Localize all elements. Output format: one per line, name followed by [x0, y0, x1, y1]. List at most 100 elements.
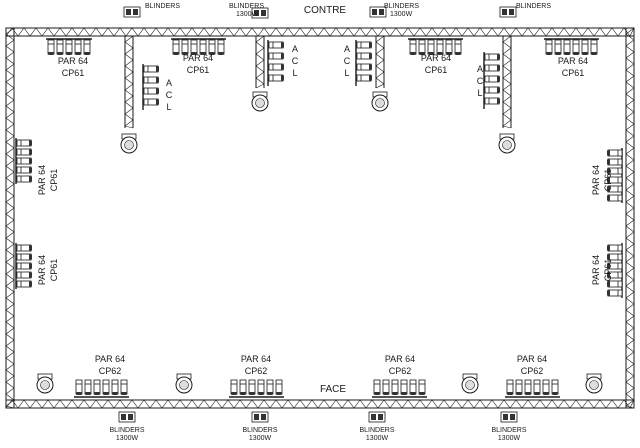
acl-can: [356, 52, 372, 60]
blinder-bottom-1: [118, 411, 136, 423]
par-body: [268, 52, 284, 60]
par-body: [356, 41, 372, 49]
blinder-body: [251, 411, 269, 423]
mover-lens: [255, 98, 265, 108]
blinders-bottom-1-power: 1300W: [116, 435, 139, 442]
par-can: [16, 271, 32, 279]
par-body: [248, 379, 256, 395]
par-lens: [607, 254, 610, 260]
par-lens: [497, 98, 500, 104]
par-can: [590, 39, 598, 55]
par-lens: [607, 263, 610, 269]
par-body: [93, 379, 101, 395]
top-group-2-cp: CP61: [187, 65, 210, 75]
par-can: [607, 176, 623, 184]
par-lens: [29, 272, 32, 278]
par-lens: [191, 52, 197, 55]
par-can: [445, 39, 453, 55]
par-body: [506, 379, 514, 395]
par-lens: [525, 392, 531, 395]
par-body: [56, 39, 64, 55]
par-lens: [29, 245, 32, 251]
acl-2-c: C: [292, 56, 299, 66]
acl-can: [484, 86, 500, 94]
par-can: [373, 379, 381, 395]
blinder-top-1: [123, 6, 141, 18]
par-lens: [428, 52, 434, 55]
par-lens: [29, 158, 32, 164]
par-body: [554, 39, 562, 55]
par-lens: [564, 52, 570, 55]
par-lens: [383, 392, 389, 395]
par-lens: [94, 392, 100, 395]
par-lens: [410, 392, 416, 395]
par-can: [172, 39, 180, 55]
par-can: [16, 262, 32, 270]
par-can: [181, 39, 189, 55]
par-can: [257, 379, 265, 395]
par-body: [590, 39, 598, 55]
mover-lens: [40, 380, 50, 390]
blinders-bottom-4-label: BLINDERS: [491, 427, 526, 434]
par-body: [16, 253, 32, 261]
moving-head-bottom-3: [461, 373, 479, 394]
blinders-bottom-2-label: BLINDERS: [242, 427, 277, 434]
par-body: [47, 39, 55, 55]
par-can: [409, 39, 417, 55]
bottom-group-2-cp: CP62: [245, 366, 268, 376]
par-can: [248, 379, 256, 395]
acl-can: [268, 63, 284, 71]
blinders-bottom-1-label: BLINDERS: [109, 427, 144, 434]
blinders-top-4-label: BLINDERS: [516, 3, 551, 10]
blinder-lamp: [371, 414, 376, 420]
par-body: [563, 39, 571, 55]
par-body: [266, 379, 274, 395]
par-body: [607, 158, 623, 166]
par-can: [454, 39, 462, 55]
par-body: [111, 379, 119, 395]
par-lens: [281, 42, 284, 48]
top-group-1-cp: CP61: [62, 68, 85, 78]
top-group-4-par: PAR 64: [558, 56, 588, 66]
par-body: [16, 148, 32, 156]
truss-lattice: [124, 35, 134, 129]
par-can: [65, 39, 73, 55]
par-can: [239, 379, 247, 395]
acl-1-c: C: [166, 90, 173, 100]
blinder-lamp: [133, 9, 138, 15]
par-can: [75, 379, 83, 395]
par-lens: [29, 149, 32, 155]
par-lens: [258, 392, 264, 395]
mover-lens: [589, 380, 599, 390]
par-can: [436, 39, 444, 55]
mover-lens: [465, 380, 475, 390]
par-lens: [607, 150, 610, 156]
mover-lens: [124, 140, 134, 150]
par-can: [16, 166, 32, 174]
par-lens: [419, 52, 425, 55]
par-body: [275, 379, 283, 395]
par-body: [484, 86, 500, 94]
par-body: [356, 63, 372, 71]
par-can: [581, 39, 589, 55]
blinder-bottom-2: [251, 411, 269, 423]
par-lens: [546, 52, 552, 55]
par-lens: [156, 66, 159, 72]
par-lens: [29, 167, 32, 173]
par-can: [418, 379, 426, 395]
par-can: [16, 157, 32, 165]
par-can: [551, 379, 559, 395]
acl-can: [484, 75, 500, 83]
acl-can: [143, 65, 159, 73]
truss-lattice: [255, 35, 265, 89]
top-group-2-par: PAR 64: [183, 53, 213, 63]
par-can: [607, 244, 623, 252]
par-can: [16, 148, 32, 156]
par-can: [93, 379, 101, 395]
blinder-top-3: [369, 6, 387, 18]
contre-label: CONTRE: [304, 5, 347, 16]
par-body: [75, 379, 83, 395]
top-group-1-par: PAR 64: [58, 56, 88, 66]
par-lens: [369, 42, 372, 48]
truss-left: [5, 27, 15, 409]
